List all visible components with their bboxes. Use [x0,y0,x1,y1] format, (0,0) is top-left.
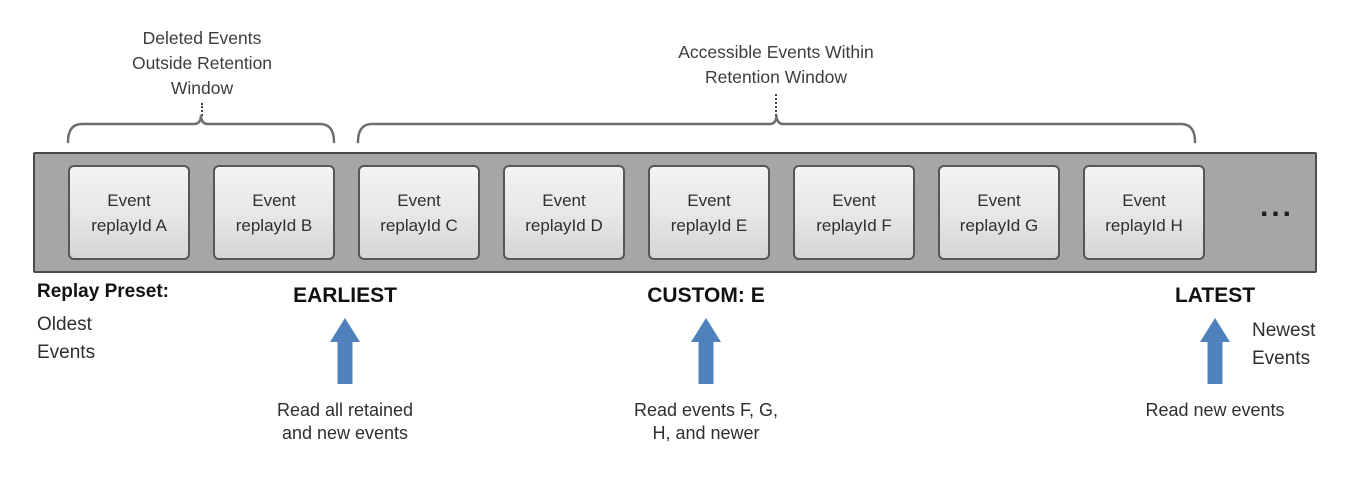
preset-description-custom: Read events F, G, H, and newer [633,400,779,443]
connector-dotted-line-right [775,94,777,116]
event-title: Event [977,190,1021,210]
preset-description-earliest: Read all retained and new events [276,400,414,443]
event-replay-id: replayId A [91,215,167,235]
event-title: Event [397,190,441,210]
event-box-c: Event replayId C [358,165,480,260]
oldest-events-label: Oldest Events [37,314,96,363]
event-box-d: Event replayId D [503,165,625,260]
event-box-g: Event replayId G [938,165,1060,260]
preset-group-earliest: EARLIEST Read all retained and new event… [225,283,465,445]
event-replay-id: replayId D [525,215,603,235]
event-box-b: Event replayId B [213,165,335,260]
event-title: Event [832,190,876,210]
retention-window-bracket [356,114,1197,144]
event-box-h: Event replayId H [1083,165,1205,260]
deleted-events-label: Deleted Events Outside Retention Window [131,28,273,98]
event-box-f: Event replayId F [793,165,915,260]
preset-name-latest: LATEST [1174,284,1256,307]
event-title: Event [542,190,586,210]
preset-name-custom: CUSTOM: E [647,284,765,307]
event-replay-id: replayId B [235,215,313,235]
preset-name-earliest: EARLIEST [293,284,397,307]
newest-events-label: Newest Events [1252,320,1316,369]
accessible-events-label: Accessible Events Within Retention Windo… [678,42,874,87]
preset-group-latest: LATEST Read new events [1095,283,1335,422]
replay-preset-label: Replay Preset: [37,281,170,302]
event-bus-strip: Event replayId A Event replayId B Event … [33,152,1317,273]
event-replay-id: replayId G [959,215,1039,235]
preset-group-custom: CUSTOM: E Read events F, G, H, and newer [586,283,826,445]
connector-dotted-line-left [201,103,203,116]
event-box-a: Event replayId A [68,165,190,260]
event-replay-id: replayId C [380,215,458,235]
up-arrow-icon [330,318,360,384]
event-replay-id: replayId F [816,215,892,235]
event-title: Event [687,190,731,210]
deleted-window-bracket [66,114,336,144]
event-title: Event [1122,190,1166,210]
event-title: Event [107,190,151,210]
event-replay-id: replayId E [670,215,748,235]
event-replay-id: replayId H [1105,215,1183,235]
up-arrow-icon [1200,318,1230,384]
up-arrow-icon [691,318,721,384]
preset-description-latest: Read new events [1145,400,1285,420]
event-title: Event [252,190,296,210]
event-box-e: Event replayId E [648,165,770,260]
